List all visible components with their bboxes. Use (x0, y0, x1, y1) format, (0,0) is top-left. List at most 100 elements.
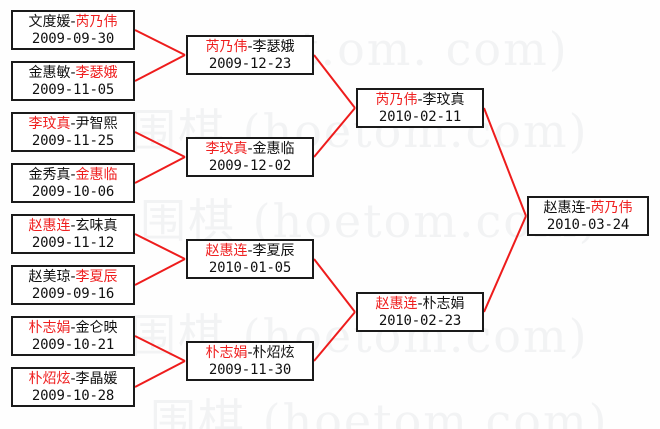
connector-line (313, 258, 356, 313)
match-players: 芮乃伟-李玟真 (358, 92, 482, 109)
match-date: 2009-11-25 (31, 132, 115, 149)
connector-line (134, 29, 186, 56)
match-players: 朴炤炫-李晶媛 (13, 371, 133, 388)
match-date: 2010-02-11 (378, 108, 462, 125)
match-date: 2010-02-23 (378, 312, 462, 329)
connector-line (483, 107, 527, 217)
match-date: 2009-10-21 (31, 336, 115, 353)
player-name: 李瑟娥 (75, 65, 118, 81)
player-name: 金惠临 (75, 167, 118, 183)
connector-line (134, 233, 186, 260)
watermark-text: 围棋 (hoetom.com) (150, 394, 609, 429)
connector-line (134, 156, 186, 184)
player-name: 赵惠连 (375, 296, 418, 312)
match-date: 2010-01-05 (208, 259, 292, 276)
match-date: 2009-11-05 (31, 81, 115, 98)
connector-line (134, 54, 186, 82)
player-name: 赵惠连 (543, 200, 586, 216)
player-name: 朴炤炫 (28, 371, 71, 387)
player-separator: - (417, 296, 423, 312)
player-name: 李玟真 (28, 116, 71, 132)
match-date: 2009-10-06 (31, 183, 115, 200)
player-name: 李夏辰 (252, 243, 295, 259)
player-name: 金秀真 (28, 167, 71, 183)
player-separator: - (417, 92, 423, 108)
match-players: 赵惠连-朴志娟 (358, 296, 482, 313)
connector-line (134, 131, 186, 158)
match-date: 2009-09-30 (31, 30, 115, 47)
player-name: 朴志娟 (28, 320, 71, 336)
player-separator: - (70, 371, 76, 387)
player-separator: - (70, 14, 76, 30)
player-name: 金惠临 (252, 141, 295, 157)
player-separator: - (247, 39, 253, 55)
player-separator: - (70, 269, 76, 285)
match-players: 金惠敏-李瑟娥 (13, 65, 133, 82)
player-name: 李玟真 (205, 141, 248, 157)
match-date: 2009-12-23 (208, 55, 292, 72)
watermark-text: t.om. com) (300, 22, 569, 76)
player-name: 芮乃伟 (75, 14, 118, 30)
match-players: 朴志娟-金仑映 (13, 320, 133, 337)
player-separator: - (70, 65, 76, 81)
match-players: 赵惠连-李夏辰 (188, 243, 312, 260)
player-name: 李瑟娥 (252, 39, 295, 55)
player-name: 玄味真 (75, 218, 118, 234)
player-name: 赵惠连 (28, 218, 71, 234)
player-name: 芮乃伟 (205, 39, 248, 55)
player-name: 朴志娟 (422, 296, 465, 312)
match-date: 2009-09-16 (31, 285, 115, 302)
player-name: 文度媛 (28, 14, 71, 30)
player-name: 赵美琼 (28, 269, 71, 285)
player-name: 芮乃伟 (375, 92, 418, 108)
player-separator: - (247, 141, 253, 157)
match-players: 李玟真-金惠临 (188, 141, 312, 158)
player-name: 芮乃伟 (590, 200, 633, 216)
match-date: 2009-10-28 (31, 387, 115, 404)
match-date: 2010-03-24 (546, 216, 630, 233)
connector-line (134, 258, 186, 286)
match-date: 2009-11-12 (31, 234, 115, 251)
match-players: 金秀真-金惠临 (13, 167, 133, 184)
player-name: 赵惠连 (205, 243, 248, 259)
match-players: 赵惠连-芮乃伟 (529, 200, 647, 217)
match-players: 芮乃伟-李瑟娥 (188, 39, 312, 56)
connector-line (313, 311, 356, 362)
player-name: 尹智熙 (75, 116, 118, 132)
player-name: 李夏辰 (75, 269, 118, 285)
connector-line (313, 107, 356, 158)
connector-line (313, 54, 356, 109)
player-name: 朴炤炫 (252, 345, 295, 361)
player-name: 李晶媛 (75, 371, 118, 387)
player-separator: - (585, 200, 591, 216)
player-name: 李玟真 (422, 92, 465, 108)
match-players: 文度媛-芮乃伟 (13, 14, 133, 31)
connector-line (483, 215, 527, 313)
player-name: 朴志娟 (205, 345, 248, 361)
match-date: 2009-12-02 (208, 157, 292, 174)
player-separator: - (70, 116, 76, 132)
connector-line (134, 360, 186, 388)
player-separator: - (247, 243, 253, 259)
connector-line (134, 335, 186, 362)
match-players: 赵美琼-李夏辰 (13, 269, 133, 286)
match-date: 2009-11-30 (208, 361, 292, 378)
match-players: 朴志娟-朴炤炫 (188, 345, 312, 362)
player-separator: - (70, 167, 76, 183)
